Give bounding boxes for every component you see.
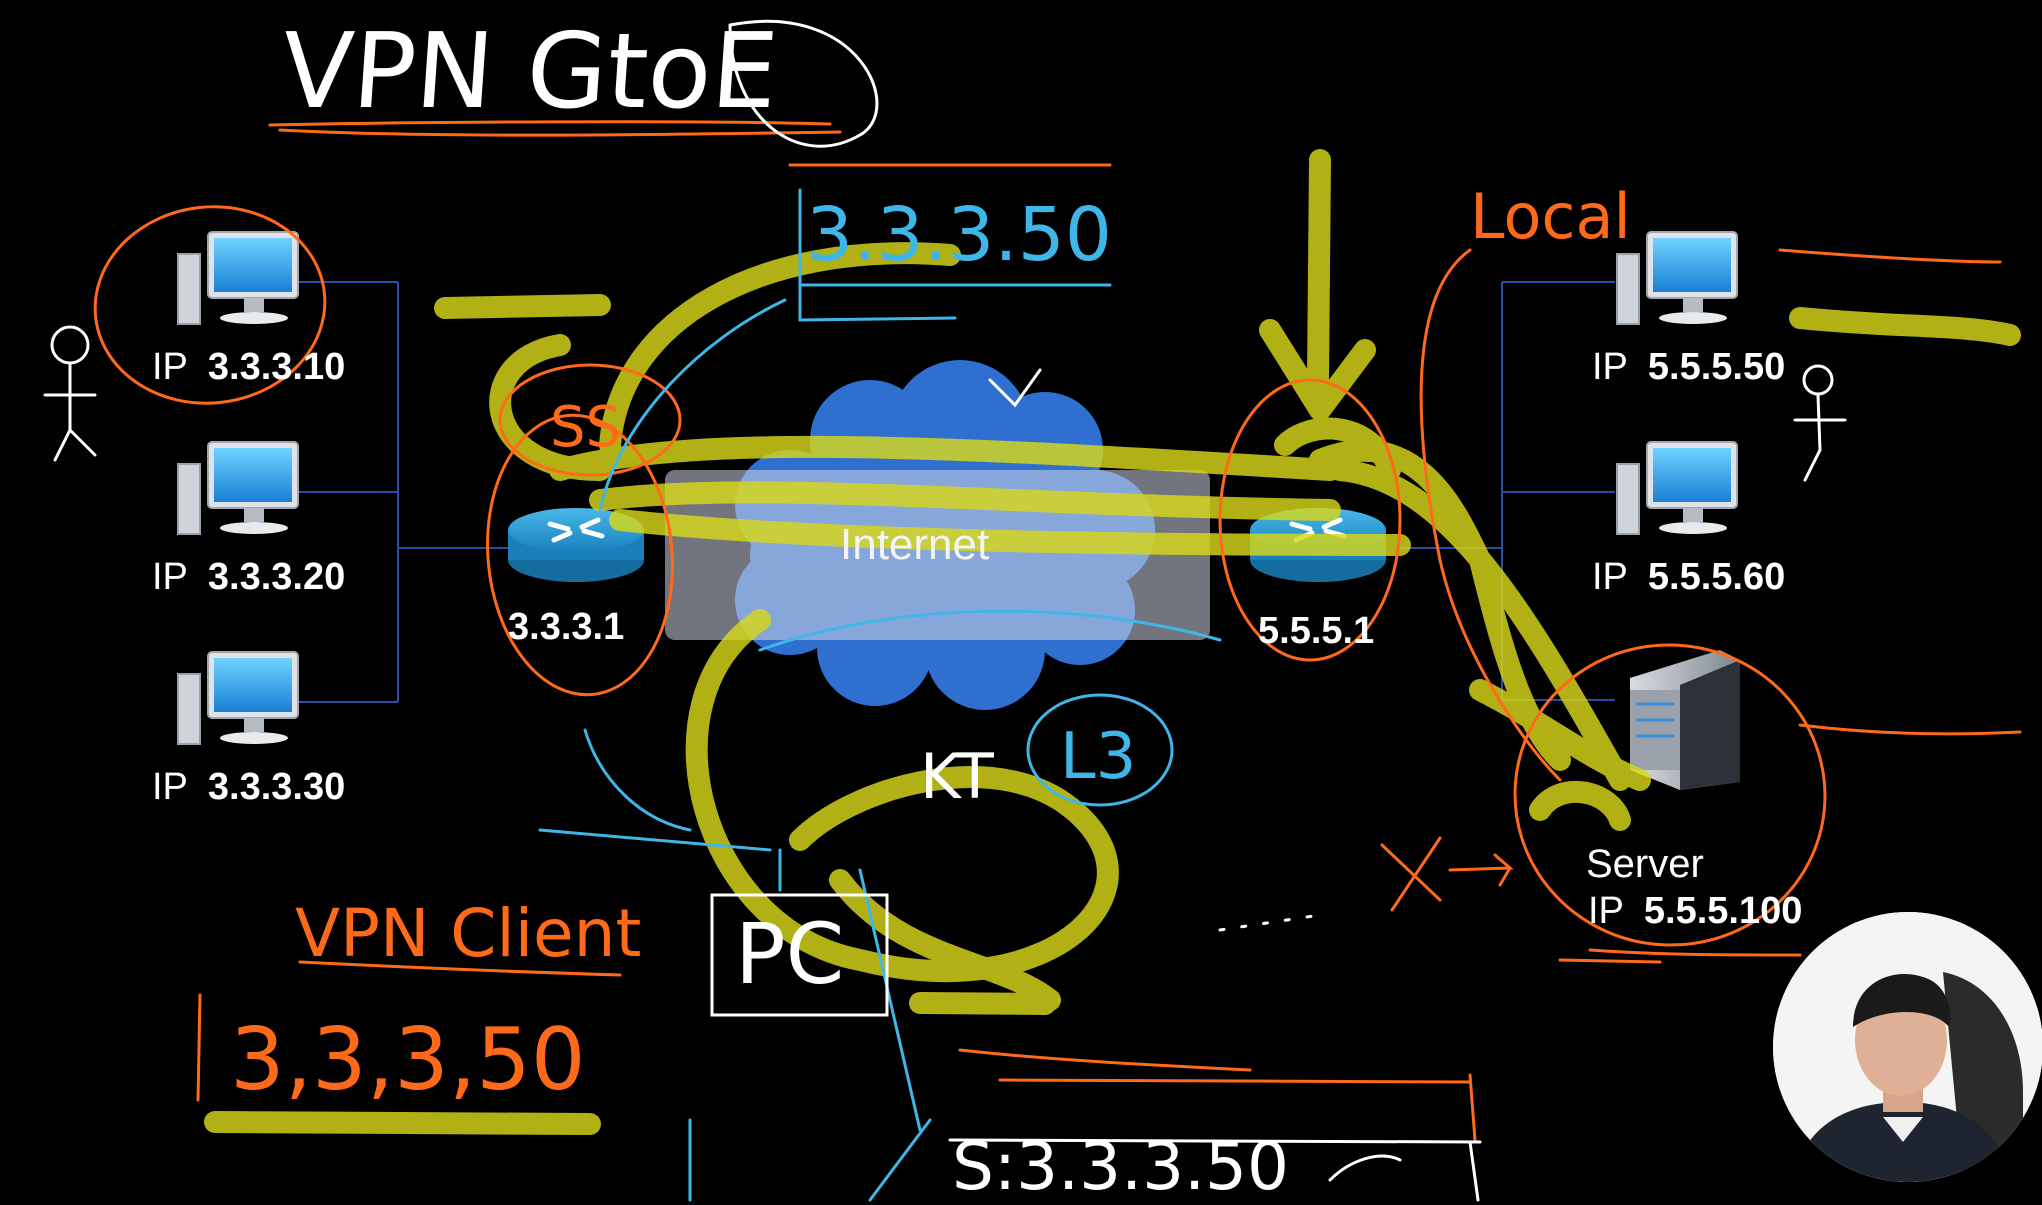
vpn-client-annotation: VPN Client [295, 895, 642, 972]
orange-ink [93, 120, 2022, 1142]
host-pc-1-icon [177, 231, 299, 325]
white-ink [43, 19, 1847, 1202]
kt-annotation: KT [920, 740, 994, 813]
presenter-avatar-icon [1773, 912, 2042, 1182]
title-vpn-gtoe: VPN GtoE [277, 10, 782, 132]
presenter-webcam [1773, 912, 2042, 1182]
host-pc-5-icon [1616, 441, 1738, 535]
host-pc-2-icon [177, 441, 299, 535]
server-name-label: Server [1586, 842, 1704, 886]
ss-annotation: SS [550, 395, 622, 460]
client-ip-annotation: 3,3,3,50 [230, 1010, 586, 1110]
blue-ink [538, 188, 1222, 1202]
router-left-label: 3.3.3.1 [508, 606, 625, 648]
host-pc-4-icon [1616, 231, 1738, 325]
l3-annotation: L3 [1060, 720, 1137, 794]
ip-top-annotation: 3.3.3.50 [806, 192, 1112, 278]
host-pc-3-icon [177, 651, 299, 745]
bottom-ip-annotation: S:3.3.3.50 [952, 1128, 1290, 1205]
server-tower-icon [1630, 650, 1740, 790]
local-annotation: Local [1470, 180, 1631, 253]
lan-links-left [268, 281, 510, 703]
pc-annotation: PC [735, 905, 845, 1003]
router-right-label: 5.5.5.1 [1258, 610, 1375, 652]
cloud-label: Internet [840, 520, 990, 569]
